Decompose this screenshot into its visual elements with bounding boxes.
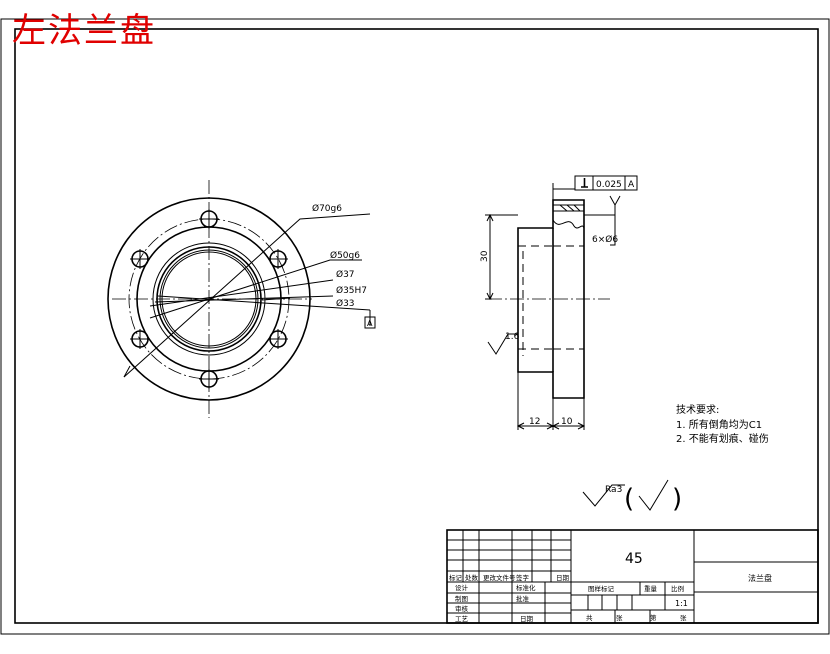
technical-notes: 技术要求: 1. 所有倒角均为C1 2. 不能有划痕、碰伤 [676,403,769,445]
drawing-title: 左法兰盘 [12,11,156,51]
outer-frame [0,18,830,635]
inner-frame [14,28,819,624]
dim-height: 30 [480,250,490,262]
lbl-review: 审核 [455,604,469,613]
hdr-date: 日期 [556,574,570,582]
lbl-approve: 批准 [516,594,530,603]
front-view: Ø70g6 Ø50g6 Ø37 Ø35H7 Ø33 A [107,180,376,418]
tolerance-value: 0.025 [596,180,622,190]
dim-d70: Ø70g6 [312,203,342,214]
hdr-mark: 标记 [449,573,463,582]
datum-label: A [367,319,373,328]
title-block: 45 法兰盘 标记 处数 更改文件号 签字 日期 设计 标准化 制图 批准 审核… [446,529,819,624]
notes-heading: 技术要求: [676,403,719,416]
lbl-sheet-2: 张 [680,613,687,622]
dim-d37: Ø37 [336,269,355,280]
roughness-value: 1.6 [505,332,520,342]
part-name: 法兰盘 [748,573,772,583]
lbl-drawing: 制图 [455,594,468,603]
diameter-leaders [123,213,371,378]
surface-finish-label: Ra3 [605,485,622,495]
side-view: 0.025 A 6×Ø6 30 1.6 12 10 [480,175,638,430]
tolerance-datum: A [628,180,635,190]
finish-paren-open: ( [624,484,634,514]
note-2: 2. 不能有划痕、碰伤 [676,432,769,445]
lbl-date: 日期 [520,615,534,623]
hdr-count: 处数 [465,573,479,582]
finish-paren-close: ) [672,484,682,514]
hdr-sign: 签字 [516,573,530,582]
dim-d35: Ø35H7 [336,285,367,296]
surface-finish-mark: Ra3 ( ) [582,479,682,514]
lbl-stage-mark: 图样标记 [588,584,615,593]
hole-callout: 6×Ø6 [592,234,618,245]
hdr-change-doc: 更改文件号 [483,573,516,582]
lbl-sheet-1: 张 [616,613,623,622]
dim-width-right: 10 [561,417,573,427]
lbl-design: 设计 [455,583,469,592]
hidden-lines [518,245,584,356]
datum-box [364,316,376,329]
note-1: 1. 所有倒角均为C1 [676,418,762,431]
lbl-scale: 比例 [671,584,684,593]
lbl-sheets-total: 共 [586,613,593,622]
lbl-standardize: 标准化 [516,583,536,592]
lbl-sheet-no: 第 [650,613,657,622]
lbl-process: 工艺 [455,615,469,623]
lbl-weight: 重量 [644,585,658,593]
dim-d33: Ø33 [336,298,355,309]
dim-width-left: 12 [529,417,540,427]
material: 45 [625,551,643,567]
scale-value: 1:1 [675,599,688,608]
dim-d50: Ø50g6 [330,250,360,261]
